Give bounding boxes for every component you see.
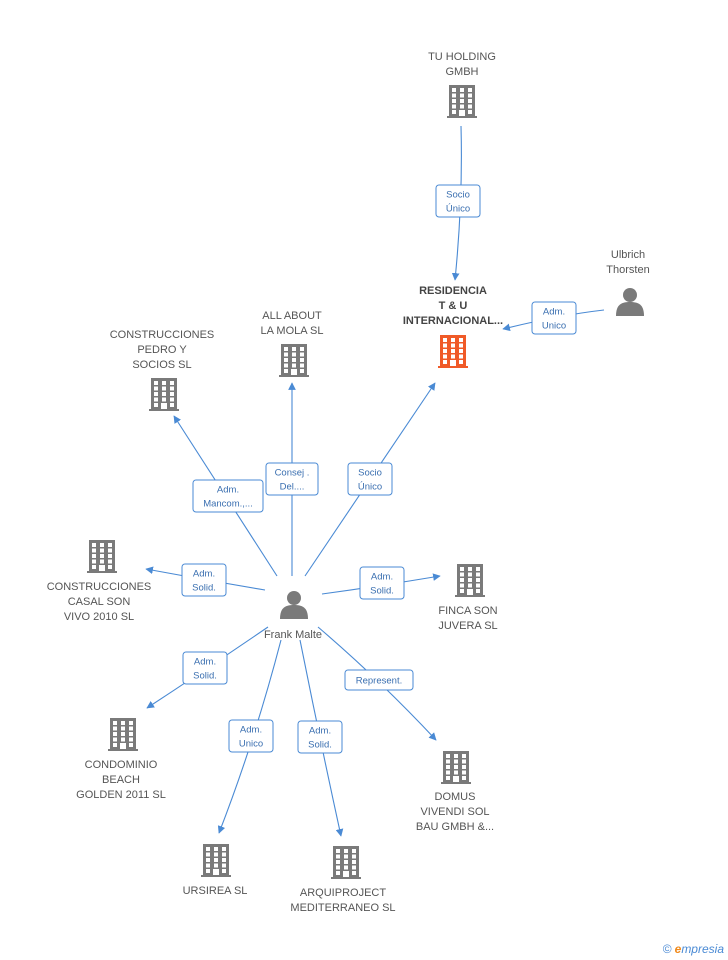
node-label-line: Frank Malte bbox=[264, 629, 322, 641]
node-label-line: GMBH bbox=[446, 66, 479, 78]
node-label-line: VIVENDI SOL bbox=[420, 806, 489, 818]
relation-label-box[interactable]: Adm. Solid. bbox=[359, 566, 405, 600]
relation-label-line: Único bbox=[358, 482, 382, 493]
relation-label-box[interactable]: Adm. Unico bbox=[531, 301, 577, 335]
relation-label-line: Unico bbox=[239, 739, 263, 750]
edge-frank-to-construcciones_pedro: Adm. Mancom.,... bbox=[173, 415, 278, 577]
relation-label-box[interactable]: Adm. Mancom.,... bbox=[192, 479, 264, 513]
node-label-line: CONDOMINIO bbox=[85, 759, 158, 771]
node-domus[interactable]: DOMUS VIVENDI SOL BAU GMBH &... bbox=[416, 751, 494, 833]
copyright-symbol: © bbox=[662, 942, 672, 956]
node-label-line: SOCIOS SL bbox=[132, 359, 191, 371]
node-label-line: RESIDENCIA bbox=[419, 285, 487, 297]
node-label-line: CONSTRUCCIONES bbox=[110, 329, 215, 341]
node-label-line: FINCA SON bbox=[438, 605, 497, 617]
node-label-line: Thorsten bbox=[606, 264, 649, 276]
building-icon bbox=[441, 751, 471, 784]
relation-label-box[interactable]: Adm. Solid. bbox=[182, 651, 228, 685]
building-icon bbox=[279, 344, 309, 377]
person-icon bbox=[280, 591, 308, 619]
node-label-line: VIVO 2010 SL bbox=[64, 611, 134, 623]
relation-label-line: Único bbox=[446, 204, 470, 215]
building-icon bbox=[447, 85, 477, 118]
person-icon bbox=[616, 288, 644, 316]
relation-label-line: Solid. bbox=[193, 671, 217, 682]
building-icon bbox=[455, 564, 485, 597]
relation-label-line: Unico bbox=[542, 321, 566, 332]
node-label-line: Ulbrich bbox=[611, 249, 645, 261]
node-construcciones_casal[interactable]: CONSTRUCCIONES CASAL SON VIVO 2010 SL bbox=[47, 540, 152, 623]
building-icon bbox=[201, 844, 231, 877]
edge-frank-to-finca: Adm. Solid. bbox=[321, 566, 441, 600]
node-label-line: INTERNACIONAL... bbox=[403, 315, 503, 327]
relation-label-line: Adm. bbox=[309, 726, 331, 737]
node-label-line: BEACH bbox=[102, 774, 140, 786]
node-label-line: URSIREA SL bbox=[183, 885, 248, 897]
relation-label-box[interactable]: Represent. bbox=[344, 669, 414, 691]
node-label-line: JUVERA SL bbox=[438, 620, 497, 632]
brand-name: mpresia bbox=[681, 942, 724, 956]
relation-label-line: Solid. bbox=[370, 586, 394, 597]
relation-label-line: Solid. bbox=[192, 583, 216, 594]
relation-label-line: Adm. bbox=[193, 569, 215, 580]
node-condominio[interactable]: CONDOMINIO BEACH GOLDEN 2011 SL bbox=[76, 718, 166, 801]
relation-label-box[interactable]: Adm. Solid. bbox=[181, 563, 227, 597]
building-icon bbox=[438, 335, 468, 368]
edge-frank-to-construcciones_casal: Adm. Solid. bbox=[145, 563, 266, 597]
node-ursirea[interactable]: URSIREA SL bbox=[183, 844, 248, 897]
edge-frank-to-arquiproject: Adm. Solid. bbox=[297, 639, 344, 837]
node-residencia[interactable]: RESIDENCIA T & U INTERNACIONAL... bbox=[403, 285, 503, 368]
edge-frank-to-domus: Represent. bbox=[317, 626, 437, 741]
node-label-line: ALL ABOUT bbox=[262, 310, 322, 322]
node-label-line: DOMUS bbox=[435, 791, 476, 803]
node-label-line: CASAL SON bbox=[68, 596, 131, 608]
relation-label-line: Adm. bbox=[543, 307, 565, 318]
relation-label-line: Socio bbox=[446, 190, 470, 201]
node-label-line: GOLDEN 2011 SL bbox=[76, 789, 166, 801]
building-icon bbox=[149, 378, 179, 411]
relation-label-box[interactable]: Adm. Solid. bbox=[297, 720, 343, 754]
node-label-line: PEDRO Y bbox=[137, 344, 187, 356]
node-construcciones_pedro[interactable]: CONSTRUCCIONES PEDRO Y SOCIOS SL bbox=[110, 329, 215, 411]
edge-frank-to-all_about: Consej . Del.... bbox=[265, 382, 319, 576]
relation-label-line: Socio bbox=[358, 468, 382, 479]
node-label-line: T & U bbox=[439, 300, 468, 312]
relation-label-line: Adm. bbox=[371, 572, 393, 583]
relation-label-line: Solid. bbox=[308, 740, 332, 751]
edge-ulbrich-to-residencia: Adm. Unico bbox=[502, 301, 605, 335]
node-label-line: CONSTRUCCIONES bbox=[47, 581, 152, 593]
node-arquiproject[interactable]: ARQUIPROJECT MEDITERRANEO SL bbox=[290, 846, 396, 914]
node-label-line: MEDITERRANEO SL bbox=[290, 902, 395, 914]
relation-label-line: Adm. bbox=[217, 485, 239, 496]
brand-initial: e bbox=[674, 942, 682, 956]
node-frank[interactable]: Frank Malte bbox=[264, 591, 322, 641]
node-finca[interactable]: FINCA SON JUVERA SL bbox=[438, 564, 498, 632]
relation-label-box[interactable]: Consej . Del.... bbox=[265, 462, 319, 496]
building-icon bbox=[331, 846, 361, 879]
empresia-logo: ©empresia bbox=[663, 942, 724, 956]
node-label-line: ARQUIPROJECT bbox=[300, 887, 386, 899]
relation-label-line: Mancom.,... bbox=[203, 499, 253, 510]
edge-frank-to-ursirea: Adm. Unico bbox=[217, 639, 282, 834]
relation-label-line: Adm. bbox=[240, 725, 262, 736]
node-label-line: TU HOLDING bbox=[428, 51, 496, 63]
relation-label-line: Adm. bbox=[194, 657, 216, 668]
building-icon bbox=[87, 540, 117, 573]
node-all_about[interactable]: ALL ABOUT LA MOLA SL bbox=[261, 310, 324, 377]
relation-label-line: Del.... bbox=[280, 482, 305, 493]
node-tu_holding[interactable]: TU HOLDING GMBH bbox=[428, 51, 496, 118]
relation-label-line: Represent. bbox=[356, 676, 402, 687]
edge-frank-to-condominio: Adm. Solid. bbox=[146, 626, 269, 709]
building-icon bbox=[108, 718, 138, 751]
node-label-line: BAU GMBH &... bbox=[416, 821, 494, 833]
relation-label-line: Consej . bbox=[275, 468, 310, 479]
node-label-line: LA MOLA SL bbox=[261, 325, 324, 337]
relation-label-box[interactable]: Adm. Unico bbox=[228, 719, 274, 753]
